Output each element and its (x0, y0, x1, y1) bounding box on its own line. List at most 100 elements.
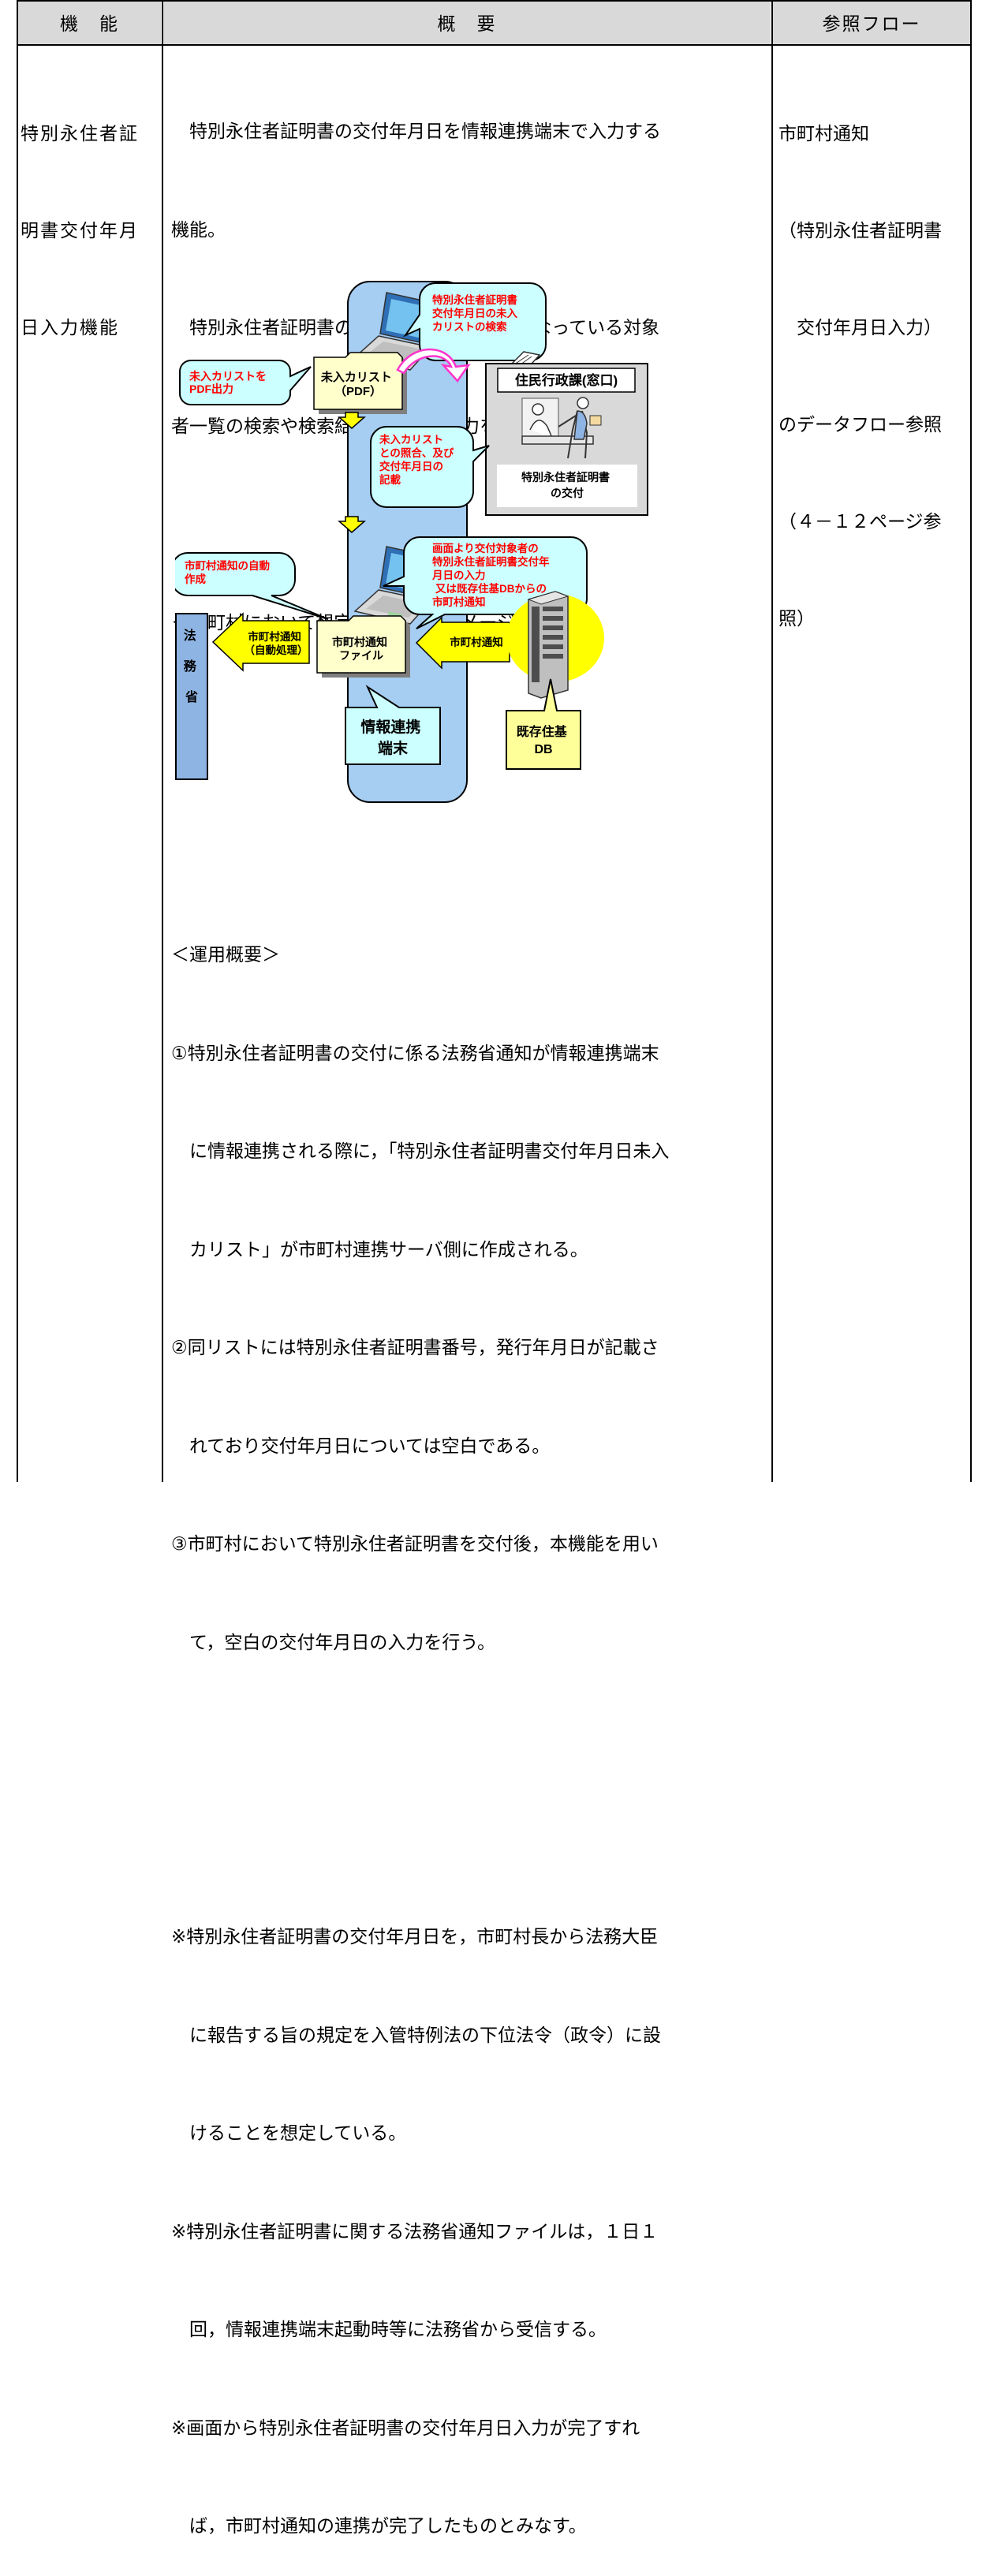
db-label-line: DB (534, 743, 552, 756)
auto-notice-arrow (211, 612, 310, 672)
operations-note: ば，市町村通知の連携が完了したものとみなす。 (171, 2516, 587, 2537)
callout-input-line: 市町村通知 (432, 595, 486, 608)
callout-search-line: 特別永住者証明書 (432, 293, 517, 306)
callout-pdf-line: PDF出力 (189, 383, 233, 395)
svg-text:特別永住者証明書 の交付: 特別永住者証明書 の交付 (521, 471, 613, 499)
svg-text:未入カリスト （PDF）: 未入カリスト （PDF） (320, 370, 395, 398)
ministry-char: 務 (184, 659, 197, 674)
terminal-label-shape (345, 685, 441, 765)
ministry-char: 省 (185, 689, 198, 704)
summary-line: 機能。 (171, 219, 226, 241)
function-name-line: 明書交付年月 (21, 221, 139, 241)
grid-line (771, 0, 773, 1482)
svg-text:市町村通知 （自動処理）: 市町村通知 （自動処理） (245, 630, 308, 656)
reference-line: （４－１２ページ参 (779, 512, 942, 532)
callout-check-line: 交付年月日の (379, 460, 443, 472)
office-caption-line: 特別永住者証明書 (521, 471, 610, 483)
header-summary: 概 要 (163, 0, 771, 44)
down-arrow (338, 516, 366, 533)
reference-line: （特別永住者証明書 (779, 221, 942, 241)
header-function: 機 能 (18, 0, 161, 44)
reference-line: 市町村通知 (779, 124, 869, 144)
callout-check-shape (370, 426, 490, 508)
operations-note: ※特別永住者証明書に関する法務省通知ファイルは，１日１ (171, 2221, 659, 2242)
operations-note: ※特別永住者証明書の交付年月日を，市町村長から法務大臣 (171, 1927, 659, 1947)
counter-illustration (521, 397, 602, 459)
grid-line (162, 0, 163, 1482)
svg-text:市町村通知の自動 作成: 市町村通知の自動 作成 (185, 559, 273, 585)
svg-text:未入カリストを PDF出力: 未入カリストを PDF出力 (189, 370, 270, 395)
pdf-doc-line: （PDF） (334, 384, 382, 398)
callout-search-line: カリストの検索 (432, 320, 507, 333)
grid-line (17, 0, 18, 1482)
function-name-line: 日入力機能 (21, 318, 119, 338)
terminal-label-line: 端末 (378, 739, 409, 757)
callout-check-line: 未入カリスト (379, 433, 443, 446)
operations-heading: ＜運用概要＞ (171, 945, 280, 965)
callout-check-line: との照合、及び (379, 446, 454, 459)
summary-line: 特別永住者証明書の交付年月日を情報連携端末で入力する (171, 121, 661, 142)
svg-text:既存住基 DB: 既存住基 DB (517, 724, 570, 756)
svg-text:画面より交付対象者の 特別永住者証明書交付年: 画面より交付対象者の 特別永住者証明書交付年 月日の入力 又は既存住基DBからの… (431, 542, 552, 608)
callout-auto-line: 作成 (185, 573, 206, 585)
callout-input-line: 又は既存住基DBからの (435, 582, 547, 595)
operations-line (171, 1824, 669, 1857)
operations-line: て，空白の交付年月日の入力を行う。 (171, 1632, 496, 1653)
grid-line (17, 0, 972, 2)
function-table: 機 能 概 要 参照フロー 特別永住者証 明書交付年月 日入力機能 市町村通知 … (17, 0, 972, 1482)
operations-note: ※画面から特別永住者証明書の交付年月日入力が完了すれ (171, 2417, 640, 2439)
reference-line: 交付年月日入力） (779, 318, 942, 338)
callout-auto-line: 市町村通知の自動 (185, 559, 270, 572)
print-arrow (396, 348, 471, 383)
callout-check-line: 記載 (379, 473, 401, 486)
notice-doc-line: ファイル (339, 649, 383, 662)
callout-input-line: 特別永住者証明書交付年 (432, 555, 550, 568)
svg-text:法 務 省: 法 務 省 (184, 628, 200, 704)
callout-pdf-shape (179, 360, 312, 405)
svg-text:市町村通知 ファイル: 市町村通知 ファイル (332, 636, 390, 662)
auto-arrow-line: （自動処理） (245, 644, 308, 656)
grid-line (970, 0, 972, 1482)
database-server-icon (506, 591, 604, 699)
operation-diagram: 特別永住者証明書 交付年月日の未入 カリストの検索 未入カリストを PDF出力 … (175, 281, 648, 803)
operations-line (171, 1725, 669, 1758)
callout-auto-shape (175, 552, 329, 620)
pdf-doc-line: 未入カリスト (320, 370, 392, 384)
reference-line: 照） (779, 609, 815, 629)
notice-doc-line: 市町村通知 (332, 636, 387, 648)
resident-office-title: 住民行政課(窓口) (515, 372, 618, 388)
operations-line: カリスト」が市町村連携サーバ側に作成される。 (171, 1239, 588, 1260)
resident-office-caption-box (497, 465, 637, 507)
down-arrow (338, 412, 366, 429)
operations-line: ②同リストには特別永住者証明書番号，発行年月日が記載さ (171, 1338, 659, 1358)
function-name: 特別永住者証 明書交付年月 日入力機能 (21, 54, 139, 409)
operations-note: に報告する旨の規定を入管特例法の下位法令（政令）に設 (171, 2025, 661, 2046)
function-name-line: 特別永住者証 (21, 124, 139, 144)
operations-line: に情報連携される際に，「特別永住者証明書交付年月日未入 (171, 1141, 670, 1162)
callout-input-line: 月日の入力 (431, 569, 486, 581)
ministry-of-justice-box (175, 613, 208, 780)
operations-line: ③市町村において特別永住者証明書を交付後，本機能を用い (171, 1534, 659, 1555)
callout-search-text: 特別永住者証明書 交付年月日の未入 カリストの検索 (432, 293, 521, 333)
svg-text:未入カリスト との照合、及び 交付年月日の: 未入カリスト との照合、及び 交付年月日の 記載 (379, 433, 457, 486)
callout-pdf-line: 未入カリストを (189, 370, 267, 383)
db-label-line: 既存住基 (517, 724, 568, 739)
reference-flow: 市町村通知 （特別永住者証明書 交付年月日入力） のデータフロー参照 （４－１２… (779, 54, 942, 700)
pdf-list-document: 未入カリスト （PDF） (313, 352, 407, 414)
resident-office-title-box (497, 368, 636, 393)
notice-arrow-label: 市町村通知 (450, 636, 503, 648)
operations-note: けることを想定している。 (171, 2123, 407, 2144)
db-label-shape (506, 678, 581, 770)
grid-line (17, 44, 972, 46)
operations-line: れており交付年月日については空白である。 (171, 1435, 551, 1457)
callout-input-line: 画面より交付対象者の (432, 542, 539, 554)
svg-text:情報連携 端末: 情報連携 端末 (360, 718, 424, 757)
auto-arrow-line: 市町村通知 (248, 630, 301, 643)
terminal-label-line: 情報連携 (360, 718, 420, 736)
operations-note: 回，情報連携端末起動時等に法務省から受信する。 (171, 2320, 607, 2340)
ministry-char: 法 (184, 628, 196, 643)
office-caption-line: の交付 (551, 487, 584, 499)
operations-line: ①特別永住者証明書の交付に係る法務省通知が情報連携端末 (171, 1043, 659, 1064)
notice-file-document: 市町村通知 ファイル (316, 615, 410, 678)
operations-text: ＜運用概要＞ ①特別永住者証明書の交付に係る法務省通知が情報連携端末 に情報連携… (171, 874, 669, 2576)
